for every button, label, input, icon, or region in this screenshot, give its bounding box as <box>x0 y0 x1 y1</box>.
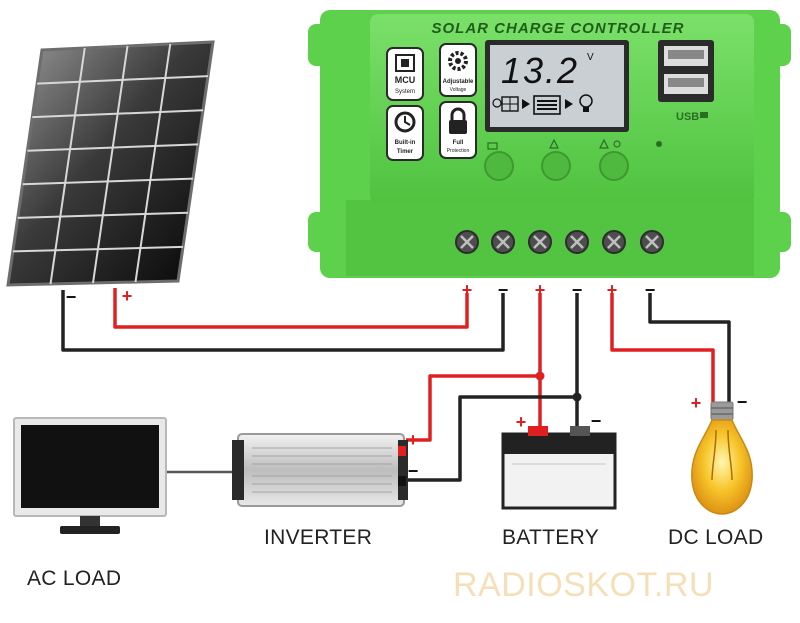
badge-protection-line1: Full <box>453 140 464 146</box>
terminal-4-minus-mark: − <box>572 280 583 300</box>
junction-dot <box>572 392 582 402</box>
badge-protection: Full Protection <box>439 101 477 159</box>
badge-mcu-line2: System <box>395 89 415 95</box>
dc-load-bulb <box>691 401 753 515</box>
junction-dot <box>535 371 545 381</box>
lcd-panel-icon <box>492 96 519 112</box>
lcd-battery-icon <box>533 95 561 115</box>
load-button[interactable] <box>599 151 629 181</box>
gear-icon <box>448 51 468 71</box>
terminal-1-plus-mark: + <box>462 280 473 300</box>
lcd-arrow-icon <box>565 99 573 109</box>
terminal-6-minus-mark: − <box>645 280 656 300</box>
badge-timer-line2: Timer <box>397 149 414 155</box>
battery-positive-terminal <box>528 426 548 436</box>
wire-panel-negative <box>61 290 505 352</box>
usb-ports: USB <box>658 40 714 123</box>
dc-load-label: DC LOAD <box>668 526 764 549</box>
menu-icon <box>487 142 498 150</box>
solar-panel-cell-grid <box>12 43 209 285</box>
clock-icon <box>394 111 416 133</box>
badge-protection-line2: Protection <box>447 148 470 154</box>
battery <box>501 426 617 510</box>
inverter-minus-mark: − <box>408 461 419 481</box>
terminal-3-plus-mark: + <box>535 280 546 300</box>
panel-grid-line <box>12 245 184 253</box>
wire-inverter-negative <box>406 395 577 482</box>
inverter-positive-terminal <box>398 446 406 456</box>
bulb-small-icon <box>613 140 621 148</box>
usb-label: USB <box>676 111 699 123</box>
terminal-screw[interactable] <box>565 230 589 254</box>
battery-label: BATTERY <box>502 526 600 549</box>
wire-inverter-positive <box>406 374 540 442</box>
ac-load-monitor <box>13 417 167 534</box>
up-icon <box>549 138 559 149</box>
ac-load-label: AC LOAD <box>27 567 122 590</box>
terminal-screws <box>455 230 664 254</box>
panel-grid-line <box>134 43 172 283</box>
badge-adjustable-line1: Adjustable <box>443 79 474 85</box>
lcd-bulb-icon <box>579 94 593 112</box>
badge-adjustable: Adjustable Voltage <box>439 43 477 97</box>
terminal-2-minus-mark: − <box>498 280 509 300</box>
terminal-screw[interactable] <box>602 230 626 254</box>
menu-button[interactable] <box>484 151 514 181</box>
panel-grid-line <box>22 177 194 186</box>
panel-grid-line <box>49 47 86 285</box>
panel-minus-mark: − <box>66 287 77 307</box>
watermark: RADIOSKOT.RU <box>453 566 715 604</box>
battery-minus-mark: − <box>591 411 602 431</box>
wiring <box>61 288 731 482</box>
panel-grid-line <box>17 211 189 219</box>
wire-dc-load-negative <box>648 293 731 402</box>
charge-controller: SOLAR CHARGE CONTROLLER MCU System Adjus… <box>308 10 791 278</box>
inverter-label: INVERTER <box>264 526 373 549</box>
controller-buttons <box>484 138 662 181</box>
inverter <box>232 433 408 507</box>
lcd-voltage-unit: V <box>587 52 594 63</box>
controller-title: SOLAR CHARGE CONTROLLER <box>432 20 685 37</box>
panel-grid-line <box>37 75 209 85</box>
terminal-screw[interactable] <box>640 230 664 254</box>
badge-timer-line1: Built-in <box>395 140 416 146</box>
panel-grid-line <box>27 143 199 152</box>
terminal-screw[interactable] <box>491 230 515 254</box>
polarity-marks: − + + − + − + − + − + − + − <box>66 280 748 481</box>
battery-negative-terminal <box>570 426 590 436</box>
battery-plus-mark: + <box>516 412 527 432</box>
badge-mcu: MCU System <box>386 47 424 101</box>
dc-load-minus-mark: − <box>737 392 748 412</box>
badge-mcu-line1: MCU <box>395 75 416 85</box>
dc-load-plus-mark: + <box>691 393 702 413</box>
lcd-display: 13.2 V <box>485 40 629 132</box>
indicator-led <box>656 141 662 147</box>
lock-icon <box>449 107 467 134</box>
inverter-plus-mark: + <box>408 430 419 450</box>
panel-grid-line <box>92 45 129 284</box>
up-button[interactable] <box>541 151 571 181</box>
wire-panel-positive <box>113 288 469 329</box>
inverter-negative-terminal <box>398 476 406 486</box>
panel-grid-line <box>32 109 204 119</box>
terminal-screw[interactable] <box>528 230 552 254</box>
terminal-5-plus-mark: + <box>607 280 618 300</box>
lcd-arrow-icon <box>522 99 530 109</box>
badge-adjustable-line2: Voltage <box>450 87 467 93</box>
panel-plus-mark: + <box>122 286 133 306</box>
lcd-voltage-readout: 13.2 <box>501 50 579 91</box>
badge-timer: Built-in Timer <box>386 105 424 161</box>
solar-panel <box>6 40 215 287</box>
wire-dc-load-positive <box>610 293 715 402</box>
warning-icon <box>599 138 609 149</box>
terminal-screw[interactable] <box>455 230 479 254</box>
chip-icon <box>395 54 415 72</box>
usb-plug-icon <box>700 112 708 118</box>
